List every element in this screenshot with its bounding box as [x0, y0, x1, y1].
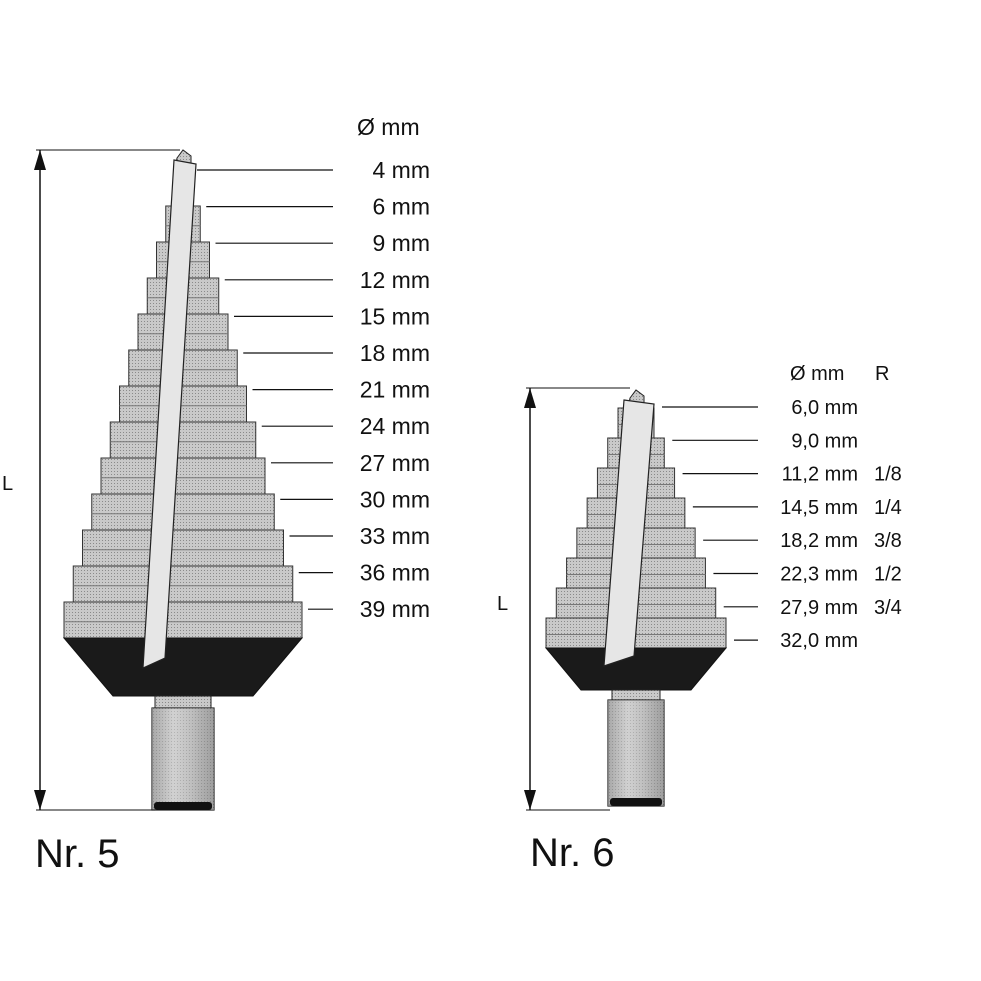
drill-step: [119, 385, 247, 423]
drill-nr5-step-label: 33 mm: [360, 523, 430, 549]
drill-nr5-step-label: 30 mm: [360, 486, 430, 512]
drill-nr6-step-mm: 22,3 mm: [780, 564, 858, 586]
drill-nr6-diameter-header: Ø mm: [790, 363, 844, 385]
drill-nr5-length-dimension: [34, 149, 180, 811]
drill-nr6-step-labels: 6,0 mm 9,0 mm 11,2 mm 1/8 14,5 mm 1/4 18,2 mm 3…: [662, 397, 902, 652]
drill-nr5-step-label: 39 mm: [360, 596, 430, 622]
drill-step: [63, 601, 303, 639]
drill-shank-texture: [608, 700, 664, 806]
drill-flute: [603, 399, 655, 667]
drill-nr6-step-r: 1/8: [874, 464, 902, 486]
drill-step: [72, 565, 294, 603]
drill-nr6-illustration: [544, 389, 728, 807]
drill-shank-end: [610, 798, 662, 806]
drill-nr6-step-r: 3/8: [874, 530, 902, 552]
drill-nr5-step-label: 9 mm: [373, 230, 431, 256]
drill-nr6-step-mm: 27,9 mm: [780, 597, 858, 619]
drill-nr5-length-label: L: [2, 473, 13, 495]
drill-nr6-title: Nr. 6: [530, 831, 614, 875]
drill-nr5-step-label: 18 mm: [360, 340, 430, 366]
drill-shank-texture: [152, 708, 214, 810]
drill-step: [109, 421, 257, 459]
drill-collar: [544, 647, 728, 691]
drill-nr6-step-mm: 14,5 mm: [780, 497, 858, 519]
drill-collar: [62, 637, 304, 697]
drill-step: [91, 493, 275, 531]
drill-step: [100, 457, 266, 495]
drill-nr5-step-label: 21 mm: [360, 377, 430, 403]
drill-step: [82, 529, 284, 567]
drill-nr5-illustration: [62, 149, 304, 811]
drill-nr5-title: Nr. 5: [35, 832, 119, 876]
drill-nr6-step-r: 3/4: [874, 597, 902, 619]
drill-nr6-step-mm: 6,0 mm: [791, 397, 858, 419]
drill-nr6-step-mm: 11,2 mm: [782, 464, 858, 486]
drill-nr6-step-mm: 18,2 mm: [780, 530, 858, 552]
drill-neck: [611, 689, 661, 701]
drill-nr5-step-label: 15 mm: [360, 303, 430, 329]
drill-nr5-step-labels: 4 mm 6 mm 9 mm 12 mm 15 mm 18 mm 21 mm 24 mm 27 …: [197, 157, 430, 622]
drill-nr6-step-r: 1/2: [874, 564, 902, 586]
drill-nr5-step-label: 4 mm: [373, 157, 431, 183]
drill-nr6-step-mm: 32,0 mm: [780, 630, 858, 652]
drill-nr5-step-label: 12 mm: [360, 267, 430, 293]
drill-nr5-step-label: 36 mm: [360, 560, 430, 586]
drill-nr5-step-label: 24 mm: [360, 413, 430, 439]
drill-flute: [142, 159, 197, 669]
drill-shank-end: [154, 802, 212, 810]
drill-nr6-step-mm: 9,0 mm: [791, 430, 858, 452]
drill-nr6-r-header: R: [875, 363, 889, 385]
drill-nr5-step-label: 27 mm: [360, 450, 430, 476]
drill-nr6-length-label: L: [497, 593, 508, 615]
drill-nr5-step-label: 6 mm: [373, 194, 431, 220]
drill-nr5-diameter-header: Ø mm: [357, 114, 420, 140]
drill-nr6-length-dimension: [524, 387, 630, 811]
drill-neck: [154, 695, 212, 709]
drill-nr6-step-r: 1/4: [874, 497, 902, 519]
